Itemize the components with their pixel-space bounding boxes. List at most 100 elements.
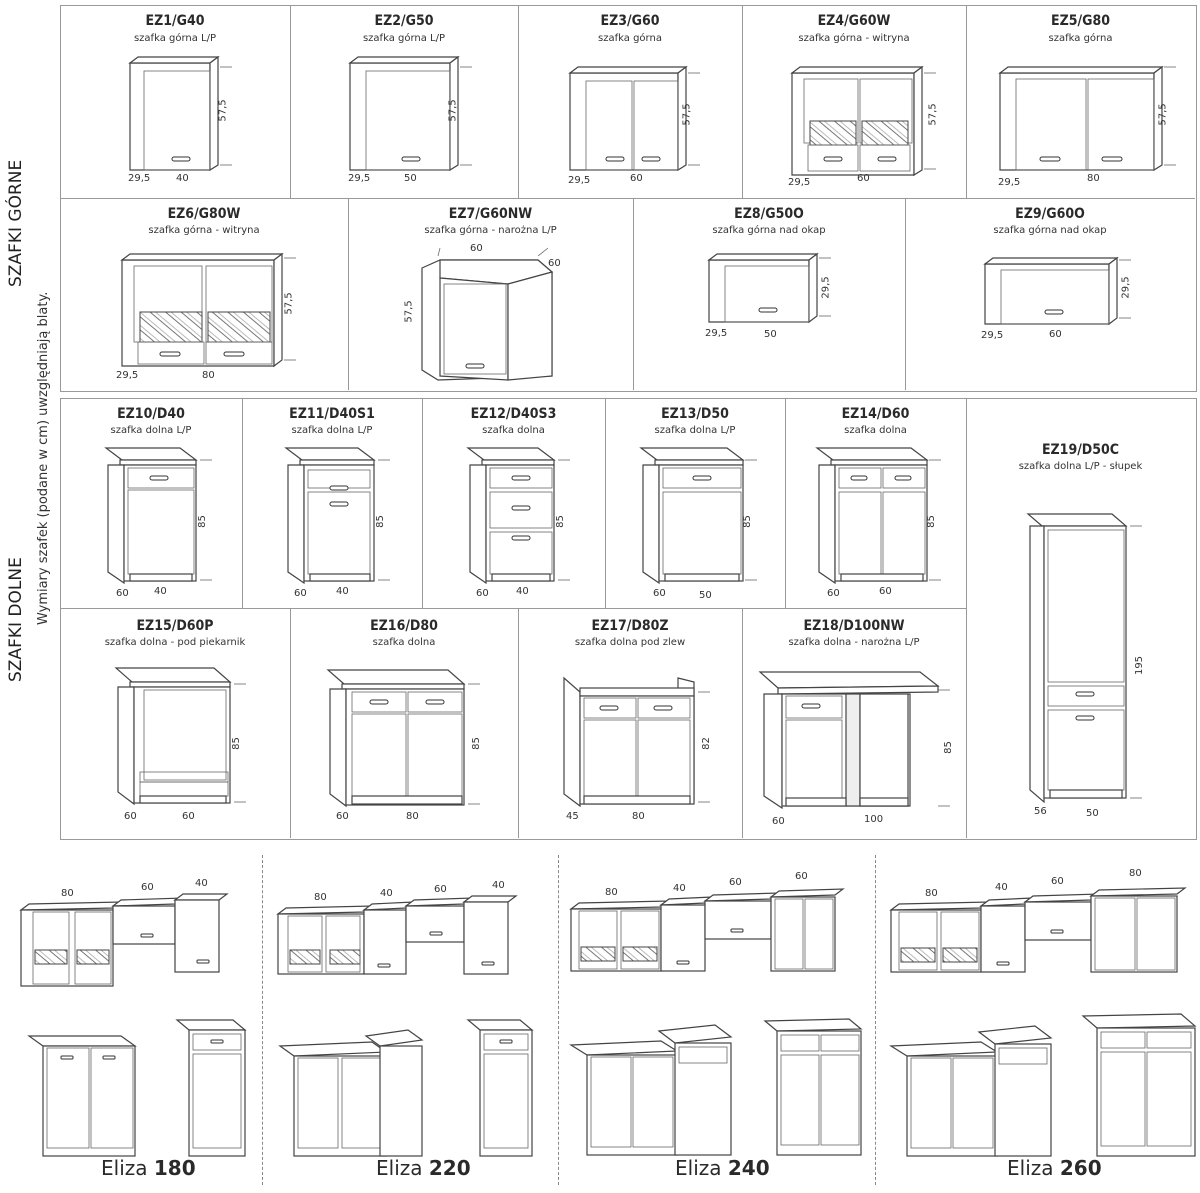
cabinet-ez8-g50o: EZ8/G50O szafka górna nad okap 29,5 29,5… <box>633 198 905 390</box>
dim-depth: 56 <box>1034 806 1047 817</box>
cabinet-code: EZ14/D60 <box>841 406 910 422</box>
cabinet-ez17-d80z: EZ17/D80Z szafka dolna pod zlew 82 45 80 <box>518 608 742 838</box>
set-title: Eliza 180 <box>101 1156 196 1180</box>
dim-width: 80 <box>1087 173 1100 184</box>
dim-depth: 60 <box>476 588 489 599</box>
set-title: Eliza 260 <box>1007 1156 1102 1180</box>
cabinet-ez6-g80w: EZ6/G80W szafka górna - witryna 57,5 29,… <box>60 198 348 390</box>
set-name: Eliza <box>675 1156 722 1180</box>
set-name: Eliza <box>1007 1156 1054 1180</box>
dim-height: 57,5 <box>217 99 229 122</box>
set-width-label: 40 <box>673 883 686 894</box>
set-divider <box>262 855 263 1185</box>
set-name: Eliza <box>101 1156 148 1180</box>
dim-height: 57,5 <box>927 103 939 126</box>
cabinet-desc: szafka górna nad okap <box>993 225 1107 236</box>
dim-height: 29,5 <box>1120 276 1132 299</box>
cabinet-ez4-g60w: EZ4/G60W szafka górna - witryna 57,5 29,… <box>742 5 966 198</box>
dim-height: 57,5 <box>447 99 459 122</box>
dim-height: 85 <box>741 515 753 528</box>
cabinet-ez11-d40s1: EZ11/D40S1 szafka dolna L/P 85 60 40 <box>242 398 422 608</box>
dim-height: 85 <box>230 737 242 750</box>
cabinet-desc: szafka dolna L/P <box>654 425 736 436</box>
cabinet-ez1-g40: EZ1/G40 szafka górna L/P 57,5 29,5 40 <box>60 5 290 198</box>
cabinet-ez7-g60nw: EZ7/G60NW szafka górna - narożna L/P 60 … <box>348 198 633 390</box>
set-width-label: 80 <box>925 888 938 899</box>
cabinet-ez3-g60: EZ3/G60 szafka górna 57,5 29,5 60 <box>518 5 742 198</box>
upper-section-label: SZAFKI GÓRNE <box>6 159 26 287</box>
cabinet-desc: szafka dolna pod zlew <box>574 637 686 648</box>
cabinet-ez12-d40s3: EZ12/D40S3 szafka dolna 85 60 40 <box>422 398 605 608</box>
dim-height: 195 <box>1134 655 1146 676</box>
dim-depth: 60 <box>116 588 129 599</box>
cabinet-code: EZ13/D50 <box>661 406 729 422</box>
set-width-label: 40 <box>380 888 393 899</box>
set-width-label: 60 <box>434 884 447 895</box>
cabinet-desc: szafka dolna - pod piekarnik <box>104 637 246 648</box>
set-width-label: 40 <box>995 882 1008 893</box>
cabinet-code: EZ7/G60NW <box>448 206 533 222</box>
dimensions-note: Wymiary szafek (podane w cm) uwzględniaj… <box>36 291 51 625</box>
dim-depth: 60 <box>548 258 561 269</box>
set-title: Eliza 240 <box>675 1156 770 1180</box>
cabinet-desc: szafka dolna <box>482 425 545 436</box>
dim-height: 57,5 <box>681 103 693 126</box>
cabinet-desc: szafka górna <box>598 33 662 44</box>
lower-cabinets-section <box>60 398 1197 840</box>
dim-width: 60 <box>182 811 195 822</box>
dim-width: 50 <box>404 173 417 184</box>
cabinet-ez13-d50: EZ13/D50 szafka dolna L/P 85 60 50 <box>605 398 785 608</box>
dim-depth: 60 <box>336 811 349 822</box>
set-size: 260 <box>1059 1156 1102 1180</box>
set-eliza-260: 80 40 60 80 Eliza 260 <box>885 860 1197 1190</box>
set-width-label: 60 <box>141 882 154 893</box>
cabinet-code: EZ6/G80W <box>167 206 241 222</box>
set-width-label: 60 <box>795 871 808 882</box>
cabinet-desc: szafka dolna L/P <box>291 425 373 436</box>
cabinet-code: EZ11/D40S1 <box>289 406 375 422</box>
cabinet-desc: szafka górna <box>1048 33 1113 44</box>
dim-depth: 60 <box>124 811 137 822</box>
dim-height: 29,5 <box>820 276 832 299</box>
cabinet-desc: szafka górna nad okap <box>712 225 826 236</box>
set-width-label: 80 <box>1129 868 1142 879</box>
cabinet-desc: szafka dolna <box>844 425 907 436</box>
cabinet-code: EZ16/D80 <box>370 618 438 634</box>
dim-depth: 29,5 <box>705 328 728 339</box>
cabinet-desc: szafka górna L/P <box>133 33 217 44</box>
dim-depth: 60 <box>653 588 666 599</box>
cabinet-code: EZ2/G50 <box>374 13 434 29</box>
dim-depth: 29,5 <box>116 370 139 381</box>
dim-height: 82 <box>700 737 712 750</box>
dim-width: 50 <box>764 329 777 340</box>
cabinet-desc: szafka dolna L/P - słupek <box>1018 461 1143 472</box>
dim-width: 40 <box>154 586 167 597</box>
dim-width: 40 <box>176 173 189 184</box>
dim-width: 60 <box>470 243 483 254</box>
dim-height: 85 <box>470 737 482 750</box>
dim-height: 85 <box>925 515 937 528</box>
set-name: Eliza <box>376 1156 423 1180</box>
set-width-label: 80 <box>314 892 327 903</box>
set-divider <box>875 855 876 1185</box>
cabinet-ez15-d60p: EZ15/D60P szafka dolna - pod piekarnik 8… <box>60 608 290 838</box>
dim-width: 60 <box>630 173 643 184</box>
set-width-label: 40 <box>492 880 505 891</box>
set-divider <box>558 855 559 1185</box>
cabinet-desc: szafka górna - witryna <box>148 225 260 236</box>
dim-depth: 60 <box>827 588 840 599</box>
cabinet-code: EZ9/G60O <box>1015 206 1085 222</box>
set-eliza-220: 80 40 60 40 Eliza 220 <box>272 870 557 1190</box>
dim-width: 80 <box>202 370 215 381</box>
dim-depth: 29,5 <box>788 177 811 188</box>
cabinet-code: EZ10/D40 <box>117 406 185 422</box>
set-size: 240 <box>727 1156 770 1180</box>
cabinet-code: EZ17/D80Z <box>591 618 669 634</box>
cabinet-ez5-g80: EZ5/G80 szafka górna 57,5 29,5 80 <box>966 5 1195 198</box>
dim-height: 85 <box>554 515 566 528</box>
set-eliza-240: 80 40 60 60 Eliza 240 <box>565 865 870 1190</box>
lower-section-label: SZAFKI DOLNE <box>6 557 26 682</box>
cabinet-desc: szafka górna L/P <box>362 33 446 44</box>
cabinet-code: EZ15/D60P <box>136 618 214 634</box>
dim-height: 57,5 <box>403 300 415 323</box>
